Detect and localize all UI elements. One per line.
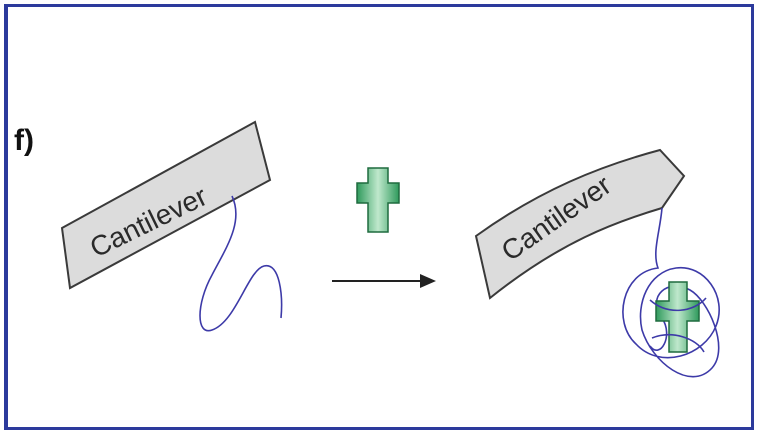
ligand-cross-icon	[356, 167, 400, 233]
left-dna-strand	[199, 195, 283, 332]
right-dna-strand-overlap	[649, 297, 707, 353]
panel-label: f)	[14, 124, 34, 157]
arrow-right-icon	[332, 274, 436, 288]
left-cantilever: Cantilever	[60, 120, 272, 290]
right-cantilever: Cantilever	[474, 148, 686, 300]
bound-ligand-cross-icon	[655, 281, 700, 353]
